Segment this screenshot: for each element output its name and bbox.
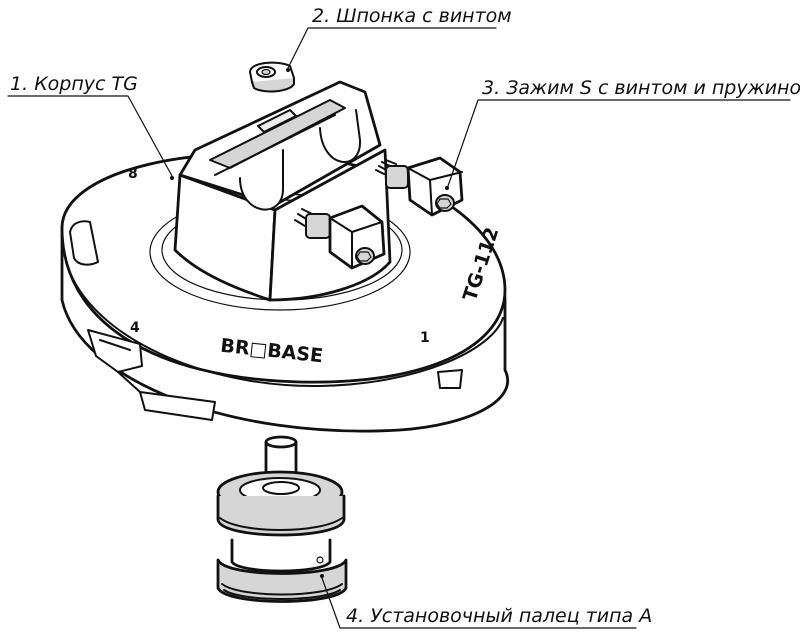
- mark-1: 1: [420, 330, 430, 346]
- callout-clamp: 3. Зажим S с винтом и пружиной: [482, 77, 800, 99]
- leader-lines: [7, 27, 791, 629]
- callout-pin: 4. Установочный палец типа А: [346, 605, 652, 627]
- callouts: 1. Корпус TG 2. Шпонка с винтом 3. Зажим…: [10, 5, 800, 627]
- key-with-screw: [249, 61, 295, 93]
- mark-4: 4: [130, 320, 140, 336]
- u-slot-right: [319, 109, 362, 163]
- clamp-lower: [294, 204, 386, 270]
- callout-key: 2. Шпонка с винтом: [312, 5, 512, 27]
- base-slot-right: [437, 369, 463, 389]
- base-pocket: [69, 220, 99, 266]
- base-slot-front: [139, 391, 216, 421]
- callout-body: 1. Корпус TG: [10, 73, 138, 95]
- u-slot-left: [239, 149, 284, 211]
- locating-pin: [216, 435, 348, 603]
- clamp-upper-screw: [435, 194, 455, 212]
- central-block: [173, 80, 392, 302]
- mark-8: 8: [128, 166, 138, 182]
- clamp-upper: [375, 156, 464, 217]
